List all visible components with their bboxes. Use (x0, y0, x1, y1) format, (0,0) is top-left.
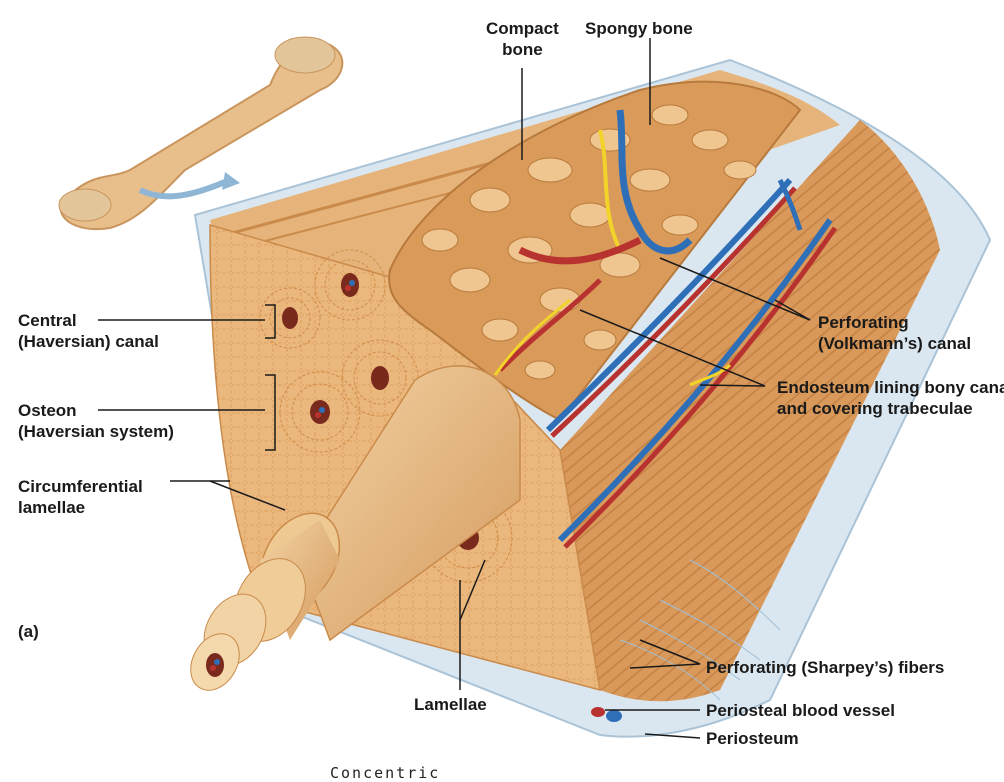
periosteum-label: Periosteum (706, 729, 799, 748)
whole-bone-icon (58, 36, 344, 231)
side-canals (545, 177, 838, 549)
panel-label: (a) (18, 622, 39, 641)
spongy-bone (388, 80, 802, 422)
sharpeys-fibers-label: Perforating (Sharpey’s) fibers (706, 658, 945, 677)
osteon-label: Osteon(Haversian system) (18, 401, 174, 441)
leader-lines (98, 38, 811, 739)
footer-caption: Concentric (330, 764, 441, 782)
perforating-canal-label: Perforating(Volkmann’s) canal (818, 313, 972, 353)
spongy-bone-label: Spongy bone (585, 19, 693, 38)
lamellae-label: Lamellae (414, 695, 487, 714)
periosteal-blood-vessel-label: Periosteal blood vessel (706, 701, 895, 720)
central-canal-label: Central(Haversian) canal (18, 311, 159, 351)
telescoping-osteon (190, 365, 521, 691)
